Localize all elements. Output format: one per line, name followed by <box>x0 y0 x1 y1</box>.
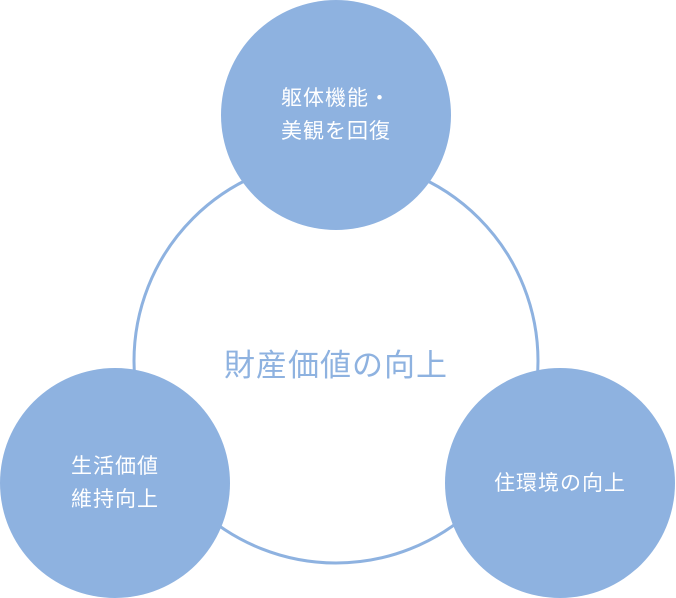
node-top-label: 躯体機能・ 美観を回復 <box>281 82 391 147</box>
node-bottom-right: 住環境の向上 <box>445 368 675 598</box>
node-bottom-right-line-1: 住環境の向上 <box>494 470 626 495</box>
node-bottom-left-line-1: 生活価値 <box>71 454 159 479</box>
node-top: 躯体機能・ 美観を回復 <box>221 0 451 230</box>
node-top-line-2: 美観を回復 <box>281 119 391 143</box>
node-bottom-left: 生活価値 維持向上 <box>0 368 230 598</box>
center-label: 財産価値の向上 <box>224 347 448 384</box>
node-bottom-left-line-2: 維持向上 <box>71 487 159 511</box>
node-bottom-left-label: 生活価値 維持向上 <box>71 450 159 515</box>
node-bottom-right-label: 住環境の向上 <box>494 467 626 500</box>
node-top-line-1: 躯体機能・ <box>281 86 391 111</box>
